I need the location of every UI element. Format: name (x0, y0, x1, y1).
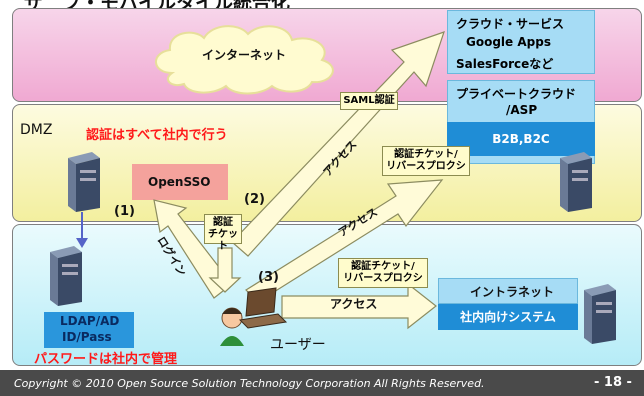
intranet-title: イントラネット (470, 285, 555, 299)
access-cloud-arrow (231, 31, 445, 257)
reverse-proxy-lower-line1: 認証チケット/ (351, 261, 415, 272)
step-3: (3) (258, 270, 279, 285)
ticket-tag: 認証 チケット (204, 214, 242, 252)
access-private-arrow (245, 179, 444, 303)
opensso-box (132, 164, 228, 200)
ticket-tag-line1: 認証 (213, 217, 233, 228)
access-intranet-label: アクセス (330, 297, 378, 311)
cloud-service-box: クラウド・サービス Google Apps SalesForceなど (447, 10, 595, 74)
dmz-label: DMZ (20, 122, 53, 138)
ldap-box (44, 312, 134, 348)
reverse-proxy-upper-line1: 認証チケット/ (394, 149, 458, 160)
intranet-server-icon (584, 284, 616, 344)
internet-cloud-icon (155, 25, 334, 95)
private-server-icon (560, 152, 592, 212)
ldap-server-icon (50, 246, 82, 306)
ldap-line1: LDAP/AD (60, 314, 120, 328)
step-2: (2) (244, 192, 265, 207)
saml-tag: SAML認証 (340, 92, 398, 110)
reverse-proxy-tag-lower: 認証チケット/ リバースプロクシ (338, 258, 428, 288)
step-1: (1) (114, 204, 135, 219)
reverse-proxy-tag-upper: 認証チケット/ リバースプロクシ (382, 146, 470, 176)
internet-label: インターネット (202, 48, 287, 62)
ticket-tag-line2: チケット (208, 229, 238, 252)
access-intranet-arrow (281, 282, 437, 330)
password-note: パスワードは社内で管理 (34, 352, 178, 367)
cloud-service-line3: SalesForceなど (456, 57, 554, 71)
page-number: - 18 - (594, 375, 632, 390)
private-cloud-line1: プライベートクラウド (456, 87, 577, 101)
intranet-title-box (438, 278, 578, 304)
reverse-proxy-lower-line2: リバースプロクシ (343, 273, 423, 284)
footer: Copyright © 2010 Open Source Solution Te… (0, 370, 644, 396)
user-label: ユーザー (270, 337, 326, 353)
cloud-service-line1: クラウド・サービス (456, 17, 565, 31)
intranet-system-box: 社内向けシステム (438, 304, 578, 330)
ticket-arrow (208, 247, 242, 293)
opensso-label: OpenSSO (148, 175, 211, 189)
laptop-base (238, 313, 288, 329)
private-cloud-line2: /ASP (506, 103, 538, 117)
copyright-text: Copyright © 2010 Open Source Solution Te… (14, 377, 485, 390)
ldap-line2: ID/Pass (62, 330, 112, 344)
sso-server-icon (68, 152, 100, 212)
cloud-service-line2: Google Apps (466, 35, 551, 49)
dmz-auth-note: 認証はすべて社内で行う (86, 128, 228, 143)
laptop-screen (245, 287, 277, 317)
sso-ldap-connector (76, 212, 88, 248)
reverse-proxy-upper-line2: リバースプロクシ (386, 161, 466, 172)
b2b-box: B2B,B2C (447, 122, 595, 156)
